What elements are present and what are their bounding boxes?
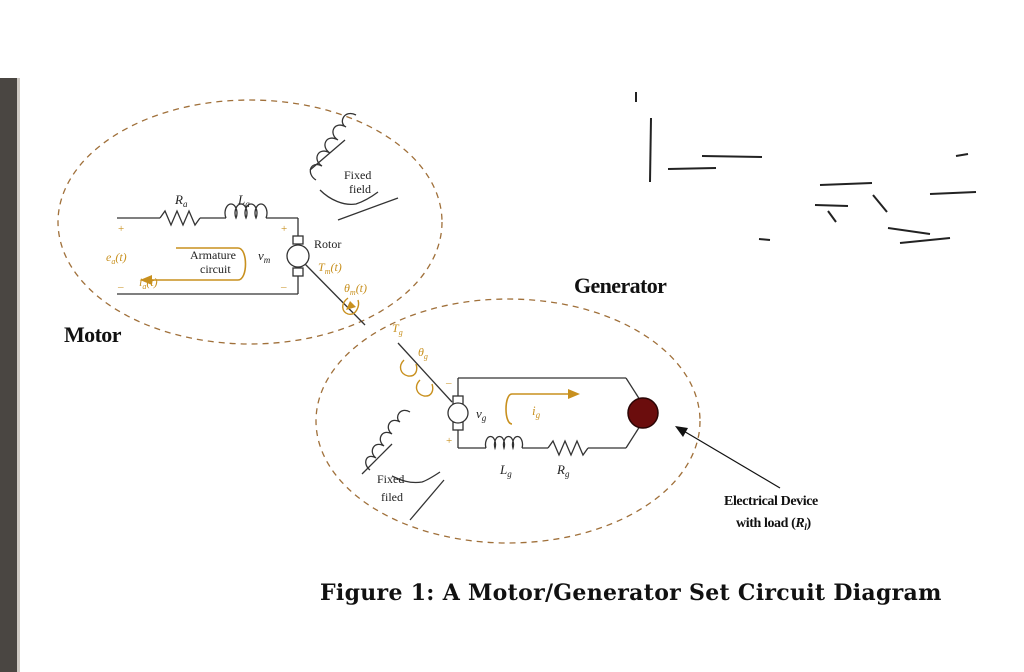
motor-ea-minus: – — [117, 281, 124, 293]
device-pointer-arrowhead — [675, 426, 688, 437]
motor-armature-wires — [117, 203, 299, 295]
la-label: La — [237, 192, 250, 209]
motor-vm-minus: – — [280, 281, 287, 293]
motor-fixed-field-label-2: field — [349, 182, 371, 196]
generator-torque-arc-2 — [415, 379, 434, 397]
lg-label: Lg — [499, 462, 512, 479]
armature-label-2: circuit — [200, 262, 231, 276]
motor-title: Motor — [64, 322, 122, 347]
ig-arrowhead — [568, 389, 580, 399]
ig-label: ig — [532, 403, 541, 420]
ea-label: ea(t) — [106, 250, 127, 266]
armature-loop-arrow — [150, 247, 247, 281]
device-label-1: Electrical Device — [724, 494, 818, 509]
scan-artifact-marks — [635, 92, 977, 244]
motor-boundary — [57, 99, 443, 345]
generator-boundary — [315, 298, 701, 544]
tm-label: Tm(t) — [318, 260, 342, 276]
motor-torque-arc — [342, 297, 360, 315]
vg-label: vg — [476, 406, 487, 423]
motor-ea-plus: + — [118, 223, 124, 235]
electrical-device — [627, 397, 659, 429]
armature-arrowhead — [140, 275, 152, 285]
motor-torque-arrowhead — [346, 301, 356, 310]
resistor-rg — [547, 439, 589, 457]
generator-fixed-field-coil — [361, 409, 445, 521]
left-edge-bar — [0, 78, 17, 672]
left-edge-shadow — [17, 78, 20, 672]
ia-label: ia(t) — [139, 275, 158, 291]
motor-rotor — [286, 235, 310, 277]
gen-vg-plus: + — [446, 435, 452, 447]
device-pointer-line — [681, 429, 781, 489]
generator-title: Generator — [574, 273, 667, 298]
generator-torque-arc-1 — [399, 359, 418, 377]
vm-label: vm — [258, 248, 271, 265]
generator-circuit-wires — [457, 377, 641, 457]
device-label-2: with load (Rl) — [736, 516, 811, 532]
rotor-label: Rotor — [314, 237, 341, 251]
theta-g-label: θg — [418, 345, 428, 361]
ra-label: Ra — [174, 192, 188, 209]
gen-vg-minus: – — [445, 377, 452, 389]
armature-label-1: Armature — [190, 248, 236, 262]
motor-vm-plus: + — [281, 223, 287, 235]
inductor-lg — [484, 435, 524, 451]
generator-rotor — [447, 395, 469, 431]
theta-m-label: θm(t) — [344, 281, 367, 297]
motor-fixed-field-coil — [309, 112, 399, 221]
figure-caption: Figure 1: A Motor/Generator Set Circuit … — [320, 580, 942, 606]
motor-fixed-field-label-1: Fixed — [344, 168, 371, 182]
ig-loop-arrow — [505, 393, 570, 425]
resistor-ra — [159, 209, 201, 227]
generator-fixed-filed-label-2: filed — [381, 490, 403, 504]
rg-label: Rg — [556, 462, 570, 479]
inductor-la — [224, 203, 268, 220]
generator-shaft — [397, 342, 453, 403]
tg-label: Tg — [392, 321, 403, 337]
motor-shaft — [304, 263, 366, 326]
generator-fixed-filed-label-1: Fixed — [377, 472, 404, 486]
